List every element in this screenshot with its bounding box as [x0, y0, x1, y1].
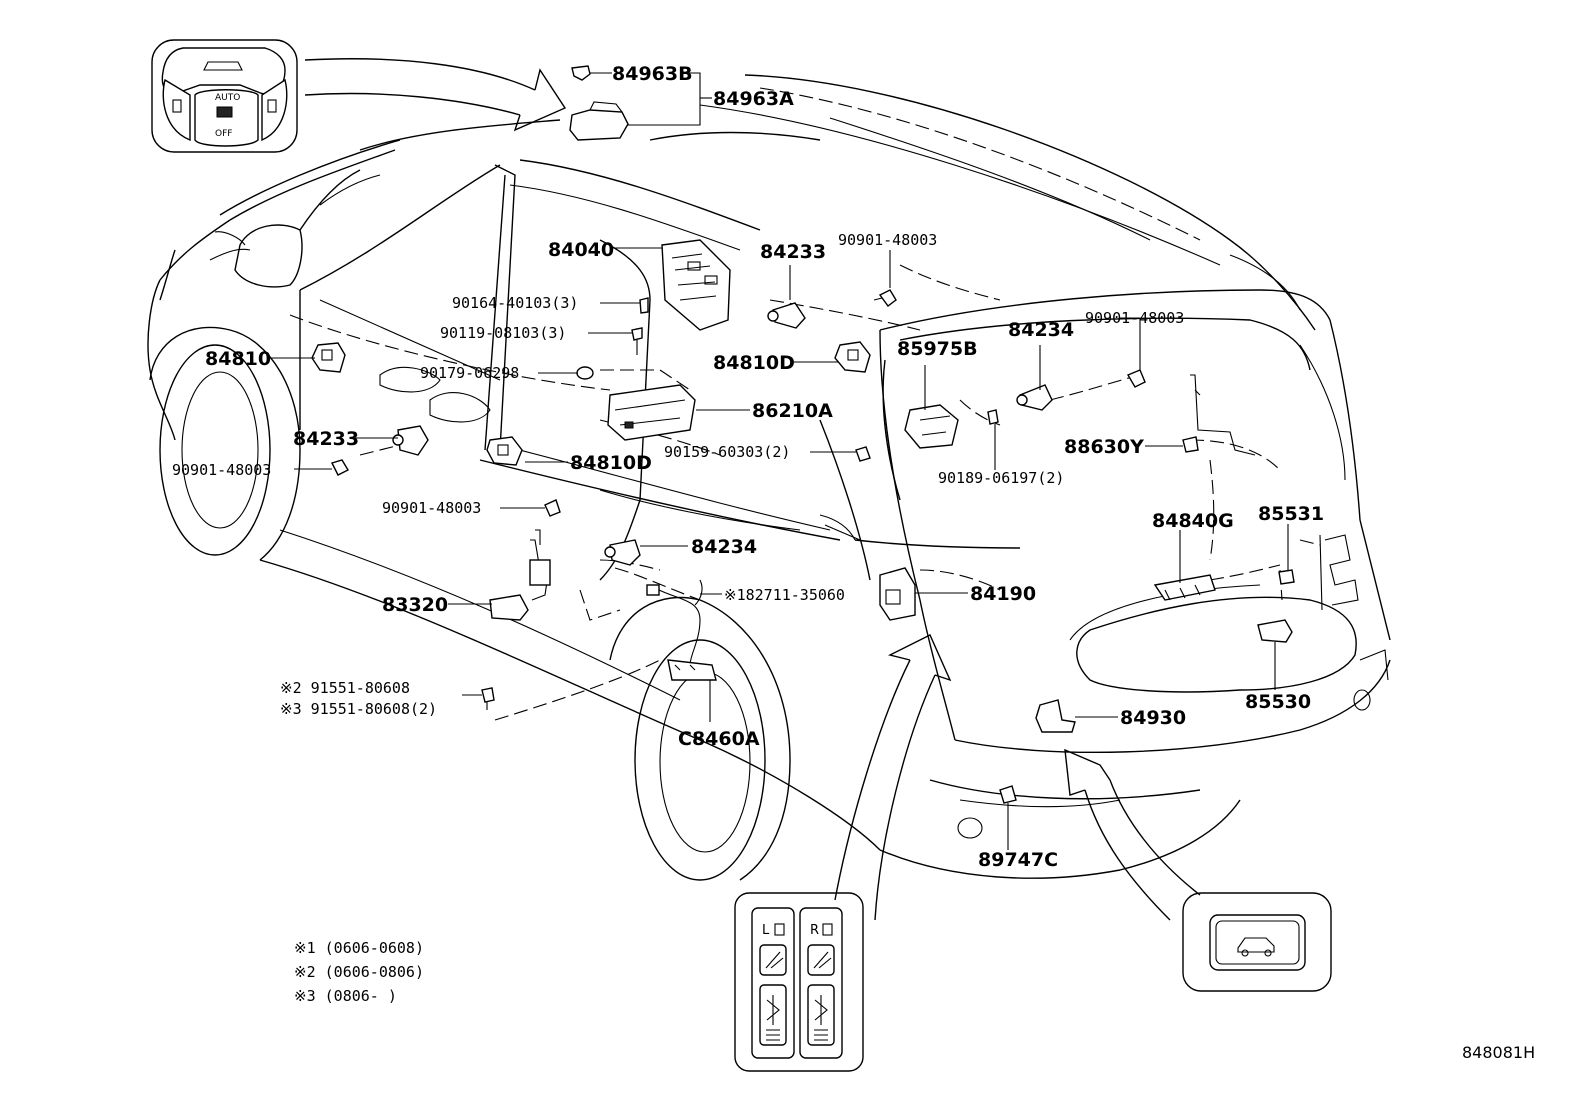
part-label-84234-upper[interactable]: 84234 [1008, 319, 1074, 341]
part-label-88630Y[interactable]: 88630Y [1064, 436, 1144, 458]
part-label-84190[interactable]: 84190 [970, 583, 1036, 605]
part-label-91551-80608-a[interactable]: ※2 91551-80608 [280, 679, 410, 697]
part-label-90189-06197[interactable]: 90189-06197(2) [938, 469, 1064, 487]
part-label-90119-08103[interactable]: 90119-08103(3) [440, 324, 566, 342]
part-label-84840G[interactable]: 84840G [1152, 510, 1234, 532]
part-label-90159-60303[interactable]: 90159-60303(2) [664, 443, 790, 461]
diagram-code: 848081H [1462, 1043, 1535, 1062]
part-label-90901-48003-upper[interactable]: 90901-48003 [838, 231, 937, 249]
overhead-auto-label: AUTO [215, 93, 240, 103]
vehicle-outline [147, 74, 1391, 881]
part-label-85975B[interactable]: 85975B [897, 338, 978, 360]
part-label-83320[interactable]: 83320 [382, 594, 448, 616]
part-label-84930[interactable]: 84930 [1120, 707, 1186, 729]
part-label-90901-48003-right[interactable]: 90901-48003 [1085, 309, 1184, 327]
part-label-90901-48003-lower[interactable]: 90901-48003 [382, 499, 481, 517]
leader-lines [268, 72, 1289, 850]
part-labels: 84963B 84963A 84040 84233 90901-48003 90… [172, 63, 1324, 871]
part-label-84233-lower[interactable]: 84233 [293, 428, 359, 450]
part-label-85531[interactable]: 85531 [1258, 503, 1324, 525]
part-label-84234-lower[interactable]: 84234 [691, 536, 757, 558]
back-door-switch-inset [1182, 892, 1332, 992]
part-label-84810D-lower[interactable]: 84810D [570, 452, 652, 474]
overhead-off-label: OFF [215, 129, 232, 139]
seat-switch-inset: L R [734, 892, 864, 1072]
note-2: ※2 (0606-0806) [294, 963, 424, 981]
part-label-84040[interactable]: 84040 [548, 239, 614, 261]
part-icons [311, 65, 1295, 804]
part-label-C8460A[interactable]: C8460A [678, 728, 760, 750]
date-range-notes: ※1 (0606-0608) ※2 (0606-0806) ※3 (0806- … [294, 939, 424, 1005]
part-label-89747C[interactable]: 89747C [978, 849, 1058, 871]
part-label-182711-35060[interactable]: ※182711-35060 [724, 586, 845, 604]
note-3: ※3 (0806- ) [294, 987, 397, 1005]
part-label-85530[interactable]: 85530 [1245, 691, 1311, 713]
callout-arrows [304, 58, 1201, 921]
part-label-84963B[interactable]: 84963B [612, 63, 693, 85]
part-label-84810D-upper[interactable]: 84810D [713, 352, 795, 374]
part-label-84963A[interactable]: 84963A [713, 88, 794, 110]
part-label-90901-48003-left[interactable]: 90901-48003 [172, 461, 271, 479]
part-label-90179-06298[interactable]: 90179-06298 [420, 364, 519, 382]
part-label-90164-40103[interactable]: 90164-40103(3) [452, 294, 578, 312]
overhead-switch-inset: AUTO OFF [151, 39, 298, 153]
part-label-91551-80608-b[interactable]: ※3 91551-80608(2) [280, 700, 437, 718]
note-1: ※1 (0606-0608) [294, 939, 424, 957]
seat-switch-right-label: R [810, 923, 819, 938]
seat-switch-left-label: L [762, 923, 770, 938]
part-label-86210A[interactable]: 86210A [752, 400, 833, 422]
part-label-84810[interactable]: 84810 [205, 348, 271, 370]
part-label-84233-upper[interactable]: 84233 [760, 241, 826, 263]
